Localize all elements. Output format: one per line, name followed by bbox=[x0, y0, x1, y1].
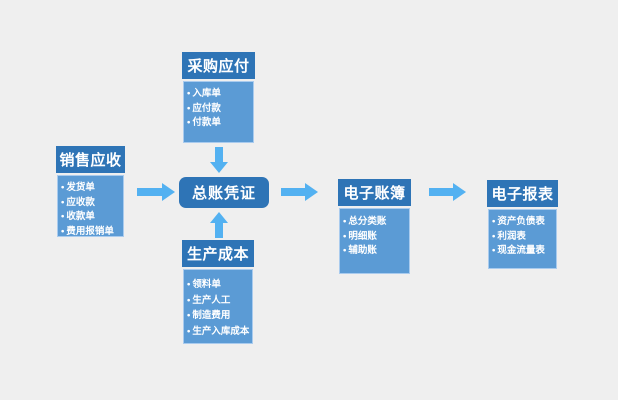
list-item: 制造费用 bbox=[187, 308, 249, 324]
arrow-head bbox=[453, 183, 466, 201]
node-header-electronic-reports: 电子报表 bbox=[487, 180, 558, 207]
list-item: 总分类账 bbox=[343, 215, 406, 230]
list-item: 发货单 bbox=[61, 181, 120, 196]
list-item: 生产人工 bbox=[187, 293, 249, 309]
list-item: 费用报销单 bbox=[61, 225, 120, 240]
node-items-electronic-reports: 资产负债表利润表现金流量表 bbox=[488, 209, 557, 269]
arrow-right-icon-sales-to-voucher bbox=[137, 183, 175, 201]
arrow-head bbox=[162, 183, 175, 201]
list-item: 收款单 bbox=[61, 210, 120, 225]
node-header-electronic-ledger: 电子账簿 bbox=[338, 179, 411, 206]
list-item: 生产入库成本 bbox=[187, 324, 249, 340]
arrow-down-icon-purchase-to-voucher bbox=[210, 147, 228, 173]
arrow-head bbox=[305, 183, 318, 201]
arrow-right-icon-ledger-to-report bbox=[429, 183, 466, 201]
list-item: 明细账 bbox=[343, 230, 406, 245]
node-items-electronic-ledger: 总分类账明细账辅助账 bbox=[339, 208, 410, 274]
arrow-up-icon-production-to-voucher bbox=[210, 212, 228, 238]
list-item: 入库单 bbox=[187, 87, 250, 102]
node-electronic-reports: 电子报表 资产负债表利润表现金流量表 bbox=[487, 180, 558, 269]
list-item: 现金流量表 bbox=[492, 244, 553, 259]
list-item: 利润表 bbox=[492, 230, 553, 245]
arrow-shaft bbox=[281, 188, 306, 196]
node-items-production-cost: 领料单生产人工制造费用生产入库成本 bbox=[183, 269, 253, 344]
node-general-ledger-voucher: 总账凭证 bbox=[179, 177, 269, 208]
node-header-sales-receivables: 销售应收 bbox=[56, 146, 125, 173]
node-items-purchase-payables: 入库单应付款付款单 bbox=[183, 81, 254, 143]
list-item: 辅助账 bbox=[343, 244, 406, 259]
arrow-shaft bbox=[215, 147, 223, 163]
list-item: 应付款 bbox=[187, 102, 250, 117]
arrow-shaft bbox=[137, 188, 163, 196]
arrow-head bbox=[210, 212, 228, 223]
list-item: 领料单 bbox=[187, 277, 249, 293]
node-production-cost: 生产成本 领料单生产人工制造费用生产入库成本 bbox=[182, 240, 254, 344]
arrow-shaft bbox=[215, 222, 223, 238]
list-item: 应收款 bbox=[61, 196, 120, 211]
list-item: 资产负债表 bbox=[492, 215, 553, 230]
arrow-shaft bbox=[429, 188, 454, 196]
node-sales-receivables: 销售应收 发货单应收款收款单费用报销单 bbox=[56, 146, 125, 237]
node-header-purchase-payables: 采购应付 bbox=[182, 52, 255, 79]
arrow-head bbox=[210, 162, 228, 173]
node-purchase-payables: 采购应付 入库单应付款付款单 bbox=[182, 52, 255, 143]
node-header-production-cost: 生产成本 bbox=[182, 240, 254, 267]
arrow-right-icon-voucher-to-ledger bbox=[281, 183, 318, 201]
node-electronic-ledger: 电子账簿 总分类账明细账辅助账 bbox=[338, 179, 411, 274]
list-item: 付款单 bbox=[187, 116, 250, 131]
node-items-sales-receivables: 发货单应收款收款单费用报销单 bbox=[57, 175, 124, 237]
